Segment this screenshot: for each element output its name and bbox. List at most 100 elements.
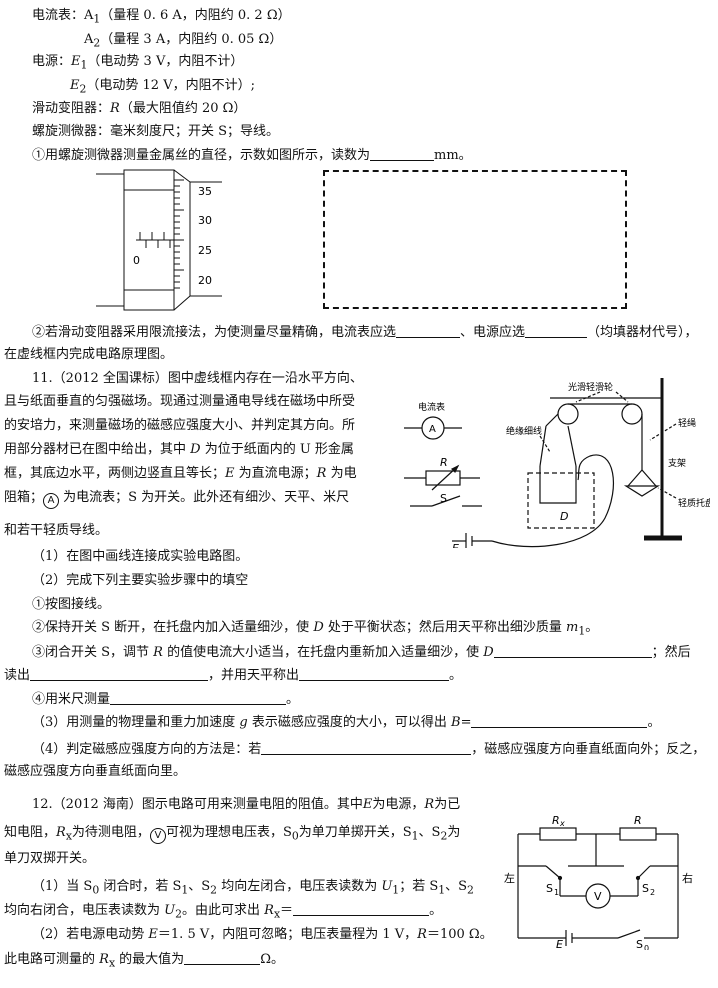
q11-part4-b: ，磁感应强度方向垂直纸面向外；反之， xyxy=(471,742,706,757)
fig-rx-label: R xyxy=(552,814,560,827)
q11-step3-blank-1[interactable] xyxy=(493,645,652,658)
q12-rx-blank[interactable] xyxy=(293,903,430,916)
scale-label-25: 25 xyxy=(198,244,212,257)
q12-part2: （2）若电源电动势 E＝1. 5 V，内阻可忽略；电压表量程为 1 V，R＝10… xyxy=(32,928,493,941)
circuit-choice-line1: ②若滑动变阻器采用限流接法，为使测量尽量精确，电流表应选、电源应选（均填器材代号… xyxy=(32,325,698,339)
scale-label-35: 35 xyxy=(198,185,212,198)
fig-rx-sub: x xyxy=(559,819,565,828)
ammeter-choice-blank[interactable] xyxy=(396,325,461,338)
q11-intro-4a: 用部分器材已在图中给出，其中 xyxy=(4,442,191,457)
q11-step2: ②保持开关 S 断开，在托盘内加入适量细沙，使 D 处于平衡状态；然后用天平称出… xyxy=(32,621,598,637)
q11-part3-end: 。 xyxy=(647,715,661,730)
a1-sub: 1 xyxy=(93,12,101,26)
q11-step3-cont: 读出，并用天平称出。 xyxy=(4,668,462,682)
q12-part2-a: （2）若电源电动势 xyxy=(32,927,149,942)
q12-part2-r: R xyxy=(417,927,427,942)
scale-label-30: 30 xyxy=(198,214,212,227)
q12-line2-s0: 0 xyxy=(291,829,299,843)
q12-line1-r: R xyxy=(424,797,435,812)
q12-part2-cont-a: 此电路可测量的 xyxy=(4,952,100,967)
q11-intro-2: 且与纸面垂直的匀强磁场。现通过测量通电导线在磁场中所受 xyxy=(4,394,356,409)
fig-stand-label: 支架 xyxy=(668,457,686,469)
e2-sub: 2 xyxy=(79,82,87,96)
q11-step3-d-text: 读出 xyxy=(4,668,31,683)
tray xyxy=(623,485,661,497)
fig-e-label: E xyxy=(452,542,459,548)
fig-s2-sub: 2 xyxy=(650,888,655,897)
q12-part1-cont-r: R xyxy=(264,903,274,918)
q12-line3: 单刀双掷开关。 xyxy=(4,851,96,866)
q11-step4: ④用米尺测量。 xyxy=(32,692,299,706)
q11-intro-5b: 为直流电源； xyxy=(234,466,317,481)
q12-part1-f: 、S xyxy=(445,879,468,894)
micrometer-answer-blank[interactable] xyxy=(370,148,435,161)
q12-part1-cont: 均向右闭合，电压表读数为 U2。由此可求出 Rx＝。 xyxy=(4,903,442,920)
q11-part3-blank[interactable] xyxy=(471,715,648,728)
fig-s1-sub: 1 xyxy=(554,888,559,897)
q12-part1-s2: 2 xyxy=(210,883,218,897)
source-e1-line: 电源：E1（电动势 3 V，内阻不计） xyxy=(32,55,243,71)
ammeter-symbol-inline: A xyxy=(43,493,60,509)
q12-line2-s2: 2 xyxy=(440,829,448,843)
q11-step4-blank[interactable] xyxy=(110,692,287,705)
q11-intro-4b: 为位于纸面内的 U 形金属 xyxy=(200,442,354,457)
fig-insulated-label: 绝缘细线 xyxy=(506,425,542,437)
sleeve-zero-label: 0 xyxy=(133,254,140,267)
rheostat-label: 滑动变阻器： xyxy=(32,101,111,116)
q12-part2-cont-r: R xyxy=(99,952,109,967)
q12-part2-cont-x: x xyxy=(108,956,116,970)
q11-step2-m: m xyxy=(566,620,579,635)
circuit-choice-line2: 在虚线框内完成电路原理图。 xyxy=(4,347,174,362)
q12-figure: R x R 左 右 S 1 S 2 V E S 0 xyxy=(504,814,693,950)
thimble-ticks xyxy=(174,179,184,289)
q12-part2-cont-unit: Ω。 xyxy=(260,952,284,967)
pulley-right xyxy=(621,403,643,425)
q11-step2-a: ②保持开关 S 断开，在托盘内加入适量细沙，使 xyxy=(32,620,314,635)
q11-step2-sub: 1 xyxy=(578,624,586,638)
q11-step3-d: D xyxy=(483,645,494,660)
fig-pulley-label: 光滑轻滑轮 xyxy=(568,381,613,393)
q12-line1-c: 为已 xyxy=(434,797,461,812)
q12-line1: 12.（2012 海南）图示电路可用来测量电阻的阻值。其中E为电源，R为已 xyxy=(32,798,460,811)
q11-step3-blank-2[interactable] xyxy=(30,668,209,681)
q11-part3-eq: = xyxy=(460,715,472,730)
e1-spec: （电动势 3 V，内阻不计） xyxy=(87,54,244,69)
rheostat-line: 滑动变阻器：R（最大阻值约 20 Ω） xyxy=(32,102,246,115)
a1-symbol: A xyxy=(84,8,94,23)
resistor-box xyxy=(425,470,461,486)
q11-part3-g: g xyxy=(239,715,248,730)
scale-label-20: 20 xyxy=(198,274,212,287)
q12-part2-c: ＝100 Ω。 xyxy=(426,927,493,942)
fig-r-label: R xyxy=(440,456,448,469)
pulley-left xyxy=(557,403,579,425)
q11-intro-5a: 框，其底边水平，两侧边竖直且等长； xyxy=(4,466,226,481)
q11-part4-blank[interactable] xyxy=(261,742,472,755)
q11-part3: （3）用测量的物理量和重力加速度 g 表示磁感应强度的大小，可以得出 B=。 xyxy=(32,715,660,729)
q12-part1-cont-u2: 2 xyxy=(175,907,182,921)
q11-step2-d: D xyxy=(313,620,324,635)
q12-part1-cont-end: 。 xyxy=(429,903,443,918)
q12-part1-c: 、S xyxy=(188,879,211,894)
ammeter-a2-line: A2（量程 3 A，内阻约 0. 05 Ω） xyxy=(84,33,282,49)
micrometer-figure: 35 30 25 20 0 xyxy=(96,169,222,311)
q11-step3-e: ，并用天平称出 xyxy=(208,668,300,683)
q12-max-rx-blank[interactable] xyxy=(184,952,261,965)
q11-intro-5: 框，其底边水平，两侧边竖直且等长；E 为直流电源；R 为电 xyxy=(4,467,357,480)
q12-line1-e: E xyxy=(362,797,373,812)
fig-s-label: S xyxy=(440,492,447,505)
q11-intro-r: R xyxy=(316,466,327,481)
q12-part1-s2b: 2 xyxy=(467,883,474,897)
q12-line2-f: 为 xyxy=(447,825,461,840)
q11-step3-blank-3[interactable] xyxy=(299,668,450,681)
q12-line2-b: 为待测电阻， xyxy=(71,825,150,840)
circuit-drawing-box[interactable] xyxy=(323,170,627,309)
q11-step2-b: 处于平衡状态；然后用天平称出细沙质量 xyxy=(323,620,567,635)
rheostat-symbol: R xyxy=(110,101,120,116)
ammeter-a1-line: 电流表：A1（量程 0. 6 A，内阻约 0. 2 Ω） xyxy=(32,9,291,25)
q11-step3-a: ③闭合开关 S，调节 xyxy=(32,645,154,660)
source-choice-blank[interactable] xyxy=(525,325,588,338)
fig-ammeter-label: 电流表 xyxy=(418,401,445,413)
q11-step4-text: ④用米尺测量 xyxy=(32,692,111,707)
